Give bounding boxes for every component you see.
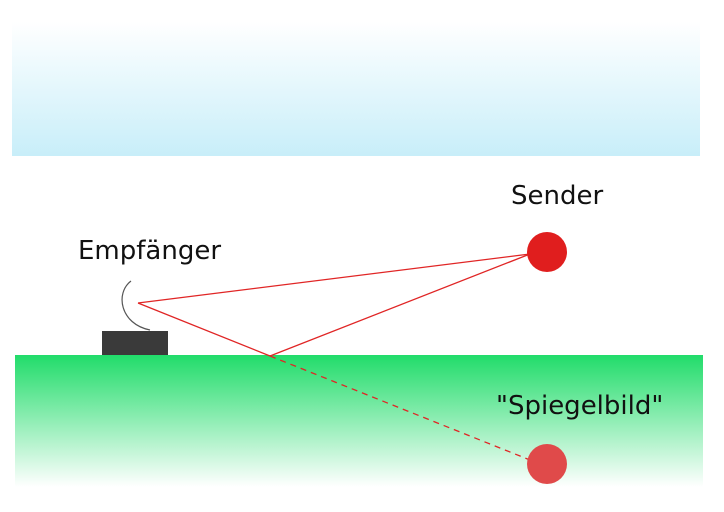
sender-label: Sender [511,181,604,211]
reflected-ray-sender-segment [269,253,531,357]
sky-band [12,22,700,156]
direct-ray [137,253,531,304]
receiver-label: Empfänger [78,236,222,266]
receiver-antenna-icon [121,280,151,331]
mirror-image-dashed-ray [269,355,531,461]
mirror-image-label: "Spiegelbild" [496,391,664,421]
sender-dot-icon [527,232,567,272]
mirror-image-dot-icon [527,444,567,484]
receiver-box-icon [102,331,168,355]
reflected-ray-receiver-segment [137,302,271,357]
ground-band [15,355,703,487]
